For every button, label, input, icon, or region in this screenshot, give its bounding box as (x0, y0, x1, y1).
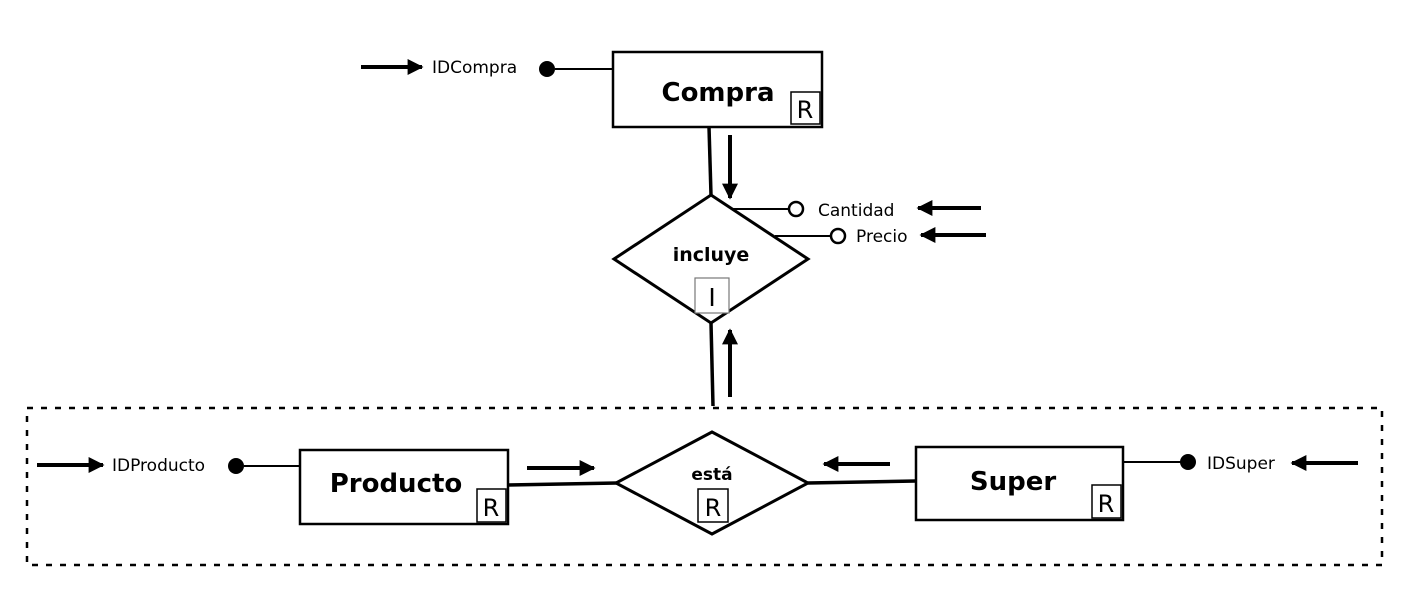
entity-super-tag: R (1098, 490, 1115, 518)
entity-compra: Compra R (611, 50, 824, 129)
entity-super-label: Super (970, 467, 1056, 497)
identifier-dot (539, 61, 555, 77)
identifier-dot (228, 458, 244, 474)
identifier-dot (1180, 454, 1196, 470)
attribute-precio: Precio (775, 227, 986, 247)
attribute-precio-label: Precio (856, 227, 908, 247)
relationship-esta-label: está (691, 465, 732, 485)
link-esta-super (807, 479, 917, 485)
attribute-idsuper: IDSuper (1123, 454, 1358, 474)
attribute-idproducto-label: IDProducto (112, 456, 205, 476)
entity-producto: Producto R (298, 448, 510, 526)
attribute-idproducto: IDProducto (37, 456, 300, 476)
entity-producto-tag: R (483, 494, 500, 522)
attribute-circle (787, 200, 805, 218)
entity-super: Super R (914, 445, 1125, 522)
relationship-incluye-label: incluye (673, 244, 750, 266)
entity-producto-label: Producto (330, 469, 463, 499)
link-compra-incluye (707, 126, 713, 196)
relationship-incluye-tag: I (708, 283, 715, 312)
attribute-idcompra-label: IDCompra (432, 58, 517, 78)
aggregation-box (25, 406, 1384, 567)
attribute-idcompra: IDCompra (361, 58, 613, 78)
attribute-cantidad: Cantidad (733, 200, 981, 221)
link-producto-esta (507, 481, 618, 487)
attribute-circle (829, 227, 847, 245)
relationship-incluye: incluye I (611, 193, 811, 325)
attribute-cantidad-label: Cantidad (818, 201, 894, 221)
relationship-esta-tag: R (705, 494, 722, 522)
link-incluye-aggregation (709, 322, 715, 407)
attribute-idsuper-label: IDSuper (1207, 454, 1275, 474)
entity-compra-label: Compra (661, 78, 774, 108)
relationship-esta: está R (612, 430, 812, 536)
entity-compra-tag: R (797, 96, 814, 124)
